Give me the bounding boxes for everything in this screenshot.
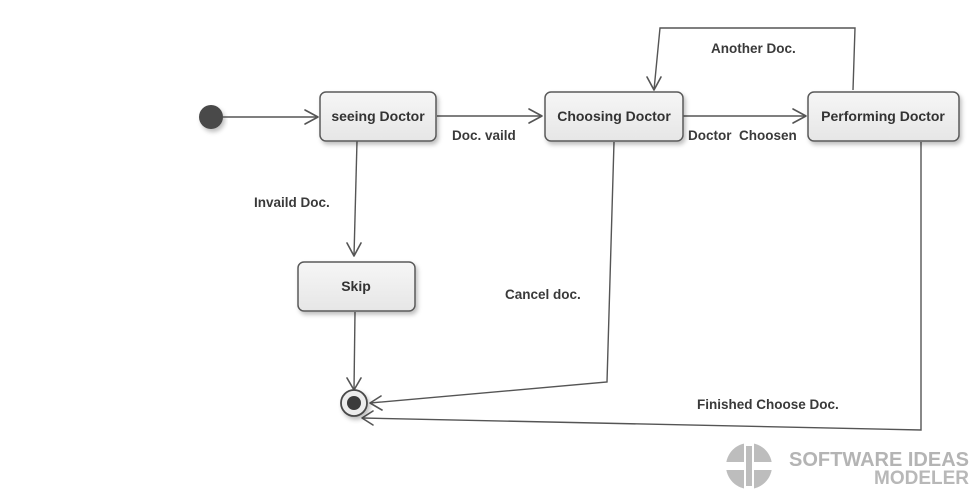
watermark-line1: SOFTWARE IDEAS xyxy=(789,449,969,471)
transition-performing-to-final xyxy=(361,142,922,431)
transition-seeing-to-choosing xyxy=(437,108,543,124)
transition-seeing-to-skip xyxy=(346,140,362,257)
state-choosing-doctor-label: Choosing Doctor xyxy=(557,108,671,124)
state-performing-doctor xyxy=(807,91,960,142)
state-skip-label: Skip xyxy=(341,278,371,294)
state-choosing-doctor xyxy=(544,91,684,142)
transition-performing-to-choosing xyxy=(646,27,856,91)
final-state-node xyxy=(340,389,368,417)
watermark-line2: MODELER xyxy=(874,468,969,489)
label-finished-choose-doc: Finished Choose Doc. xyxy=(697,397,839,412)
state-seeing-doctor-label: seeing Doctor xyxy=(331,108,425,124)
state-seeing-doctor xyxy=(319,91,437,142)
label-cancel-doc: Cancel doc. xyxy=(505,287,581,302)
label-doctor-chosen: Doctor Choosen xyxy=(688,128,797,143)
transition-choosing-to-final xyxy=(369,141,615,411)
transition-skip-to-final xyxy=(346,311,362,391)
label-another-doc: Another Doc. xyxy=(711,41,796,56)
label-invalid-doc: Invaild Doc. xyxy=(254,195,330,210)
transition-choosing-to-performing xyxy=(683,108,807,124)
initial-state-node xyxy=(199,105,223,129)
software-ideas-logo xyxy=(726,443,772,489)
state-skip xyxy=(297,261,416,312)
state-performing-doctor-label: Performing Doctor xyxy=(821,108,945,124)
label-doc-valid: Doc. vaild xyxy=(452,128,516,143)
transition-initial-to-seeing xyxy=(223,109,319,125)
